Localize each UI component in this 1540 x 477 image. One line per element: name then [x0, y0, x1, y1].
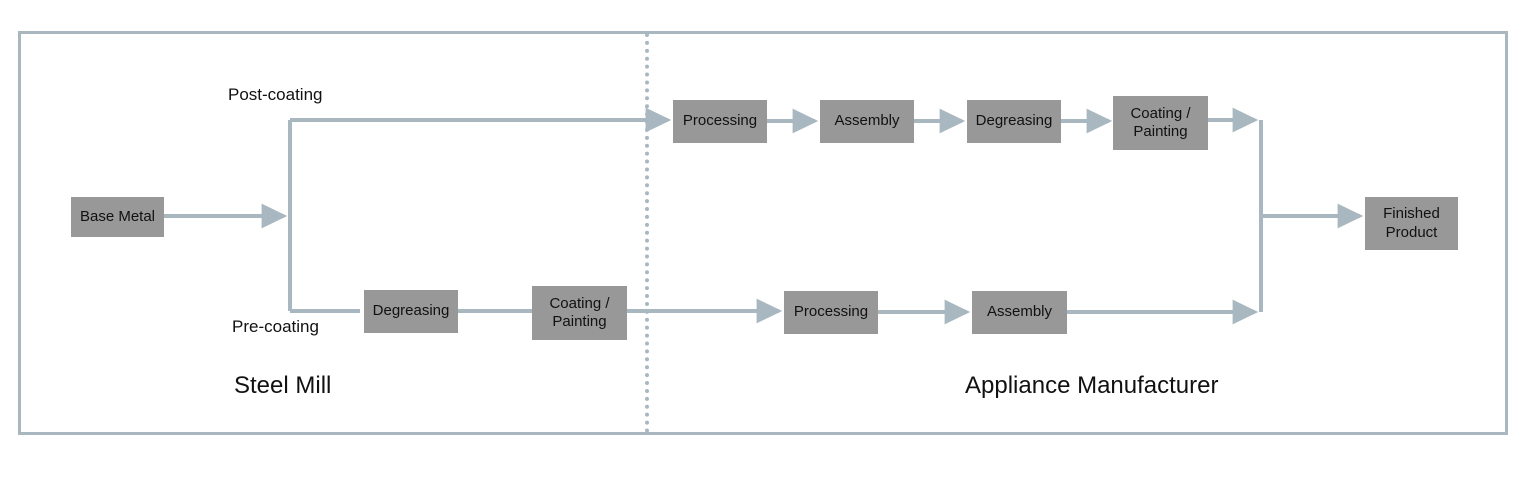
node-bottom-assembly-label: Assembly: [986, 303, 1053, 321]
node-top-coating-painting[interactable]: Coating / Painting: [1113, 96, 1208, 150]
node-top-assembly[interactable]: Assembly: [820, 100, 914, 143]
node-top-degreasing[interactable]: Degreasing: [967, 100, 1061, 143]
node-bottom-coating-line1: Coating /: [549, 294, 610, 312]
label-post-coating: Post-coating: [228, 85, 323, 104]
node-bottom-processing-label: Processing: [793, 303, 869, 321]
node-finished-product-line1: Finished: [1383, 205, 1440, 223]
node-bottom-assembly[interactable]: Assembly: [972, 291, 1067, 334]
node-top-coating-line2: Painting: [1133, 123, 1188, 140]
node-finished-product[interactable]: Finished Product: [1365, 197, 1458, 250]
label-steel-mill: Steel Mill: [234, 372, 332, 399]
node-top-processing[interactable]: Processing: [673, 100, 767, 143]
node-bottom-coating-painting[interactable]: Coating / Painting: [532, 286, 627, 340]
node-base-metal-label: Base Metal: [79, 207, 156, 225]
node-top-coating-line1: Coating /: [1130, 104, 1191, 122]
node-finished-product-line2: Product: [1385, 223, 1438, 241]
label-pre-coating: Pre-coating: [232, 317, 319, 336]
node-bottom-processing[interactable]: Processing: [784, 291, 878, 334]
node-bottom-degreasing-label: Degreasing: [372, 302, 450, 320]
node-top-assembly-label: Assembly: [834, 112, 900, 130]
node-bottom-degreasing[interactable]: Degreasing: [364, 290, 458, 333]
diagram-frame: [18, 31, 1508, 435]
organization-divider: [645, 33, 649, 433]
node-top-degreasing-label: Degreasing: [975, 112, 1053, 130]
node-bottom-coating-line2: Painting: [552, 313, 607, 330]
label-appliance-manufacturer: Appliance Manufacturer: [965, 372, 1219, 399]
node-top-processing-label: Processing: [682, 112, 758, 130]
node-base-metal[interactable]: Base Metal: [71, 197, 164, 237]
